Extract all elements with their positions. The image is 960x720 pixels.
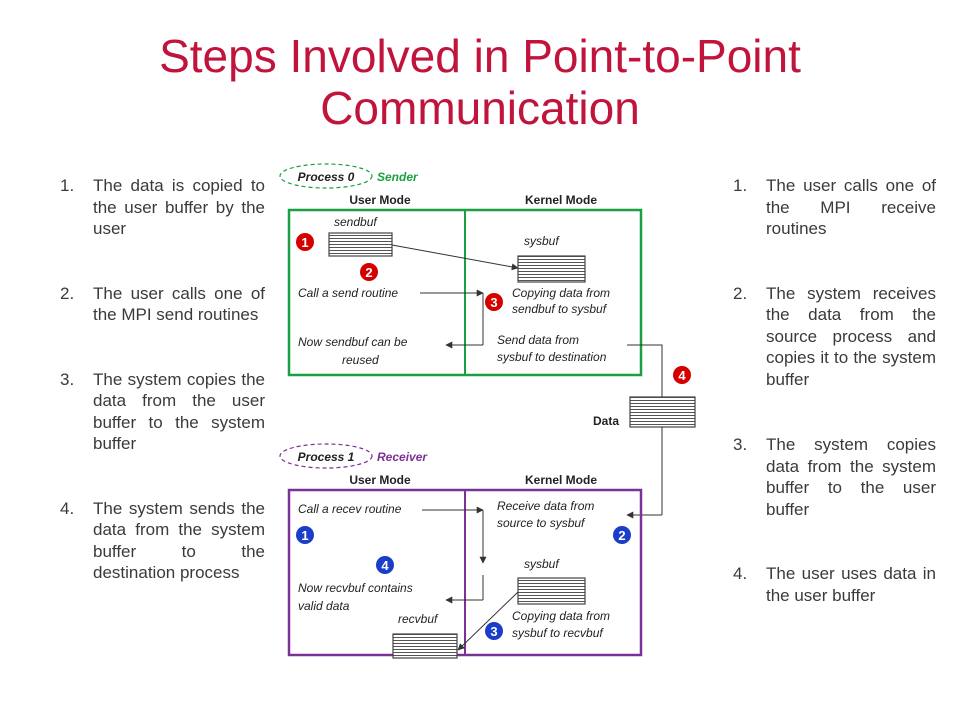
- step-number: 1.: [60, 176, 75, 195]
- badge-sender-1-text: 1: [301, 235, 308, 250]
- badge-sender-2-text: 2: [365, 265, 372, 280]
- step-number: 4.: [733, 564, 748, 583]
- contains-line1: Now recvbuf contains: [298, 581, 413, 595]
- process0-ellipse: [279, 163, 373, 189]
- sender-step: 2. The user calls one of the MPI send rou…: [60, 283, 265, 326]
- send-dest-line1: Send data from: [497, 333, 579, 347]
- reuse-line1: Now sendbuf can be: [298, 335, 408, 349]
- sysbuf-to-recvbuf-arrow: [457, 591, 519, 651]
- step-text: The user uses data in the user buffer: [766, 564, 936, 605]
- sendbuf-to-sysbuf-arrow: [391, 244, 519, 271]
- sender-steps-list: 1. The data is copied to the user buffer …: [60, 175, 265, 584]
- step-number: 1.: [733, 176, 748, 195]
- sendbuf-label: sendbuf: [334, 215, 378, 229]
- step-text: The system copies the data from the user…: [93, 369, 265, 454]
- copy-recvbuf-line2: sysbuf to recvbuf: [512, 626, 604, 640]
- send-dest-line2: sysbuf to destination: [497, 350, 607, 364]
- badge-sender-3-text: 3: [490, 295, 497, 310]
- step-text: The user calls one of the MPI send routi…: [93, 283, 265, 325]
- step-text: The user calls one of the MPI receive ro…: [766, 176, 936, 238]
- badge-sender-3: [485, 293, 503, 311]
- receive-source-line1: Receive data from: [497, 499, 594, 513]
- receiver-step: 4. The user uses data in the user buffer: [733, 563, 936, 606]
- recvbuf-icon: [392, 633, 458, 659]
- step-number: 3.: [60, 369, 75, 389]
- receiver-sysbuf-icon: [517, 577, 586, 605]
- contains-line2: valid data: [298, 599, 350, 613]
- badge-sender-2: [360, 263, 378, 281]
- badge-receiver-4: [376, 556, 394, 574]
- process1-label: Process 1: [298, 450, 355, 464]
- title-line-1: Steps Involved in Point-to-Point: [159, 30, 801, 82]
- sender-step: 1. The data is copied to the user buffer …: [60, 175, 265, 240]
- sender-user-mode-label: User Mode: [349, 193, 411, 207]
- receiver-user-mode-label: User Mode: [349, 473, 411, 487]
- step-text: The system sends the data from the syste…: [93, 498, 265, 583]
- process0-label: Process 0: [298, 170, 355, 184]
- title-line-2: Communication: [320, 82, 640, 134]
- badge-receiver-4-text: 4: [381, 558, 389, 573]
- receiver-step: 1. The user calls one of the MPI receive …: [733, 175, 936, 240]
- sender-step: 4. The system sends the data from the sys…: [60, 498, 265, 584]
- receiver-step: 3. The system copies data from the system…: [733, 434, 936, 520]
- sender-kernel-mode-label: Kernel Mode: [525, 193, 597, 207]
- badge-receiver-3-text: 3: [490, 624, 497, 639]
- receive-source-line2: source to sysbuf: [497, 516, 586, 530]
- sender-role-label: Sender: [377, 170, 419, 184]
- receiver-step: 2. The system receives the data from the …: [733, 283, 936, 391]
- copy-sendbuf-line1: Copying data from: [512, 286, 610, 300]
- copy-recvbuf-line1: Copying data from: [512, 609, 610, 623]
- badge-sender-4-text: 4: [678, 368, 686, 383]
- step-number: 4.: [60, 498, 75, 518]
- receiver-role-label: Receiver: [377, 450, 428, 464]
- data-buffer-icon: [629, 396, 696, 428]
- step-text: The system receives the data from the so…: [766, 283, 936, 389]
- data-path-out: [627, 344, 663, 397]
- badge-receiver-2-text: 2: [618, 528, 625, 543]
- step-number: 2.: [733, 283, 748, 303]
- badge-sender-4: [673, 366, 691, 384]
- receiver-kernel-mode-label: Kernel Mode: [525, 473, 597, 487]
- sysbuf-label: sysbuf: [524, 234, 560, 248]
- badge-receiver-1-text: 1: [301, 528, 308, 543]
- sender-step: 3. The system copies the data from the us…: [60, 369, 265, 455]
- data-label: Data: [593, 414, 619, 428]
- badge-receiver-2: [613, 526, 631, 544]
- step-text: The system copies data from the system b…: [766, 435, 936, 519]
- receiver-steps-list: 1. The user calls one of the MPI receive …: [733, 175, 936, 606]
- copy-sendbuf-line2: sendbuf to sysbuf: [512, 302, 608, 316]
- page-title: Steps Involved in Point-to-Point Communi…: [0, 30, 960, 134]
- process1-ellipse: [279, 443, 373, 469]
- reuse-line2: reused: [342, 353, 379, 367]
- call-send-label: Call a send routine: [298, 286, 398, 300]
- receiver-sysbuf-label: sysbuf: [524, 557, 560, 571]
- call-recv-label: Call a recev routine: [298, 502, 402, 516]
- step-number: 2.: [60, 283, 75, 303]
- recvbuf-label: recvbuf: [398, 612, 439, 626]
- badge-sender-1: [296, 233, 314, 251]
- step-number: 3.: [733, 435, 748, 454]
- step-text: The data is copied to the user buffer by…: [93, 176, 265, 238]
- sendbuf-icon: [328, 232, 393, 257]
- badge-receiver-1: [296, 526, 314, 544]
- sender-sysbuf-icon: [517, 255, 586, 283]
- badge-receiver-3: [485, 622, 503, 640]
